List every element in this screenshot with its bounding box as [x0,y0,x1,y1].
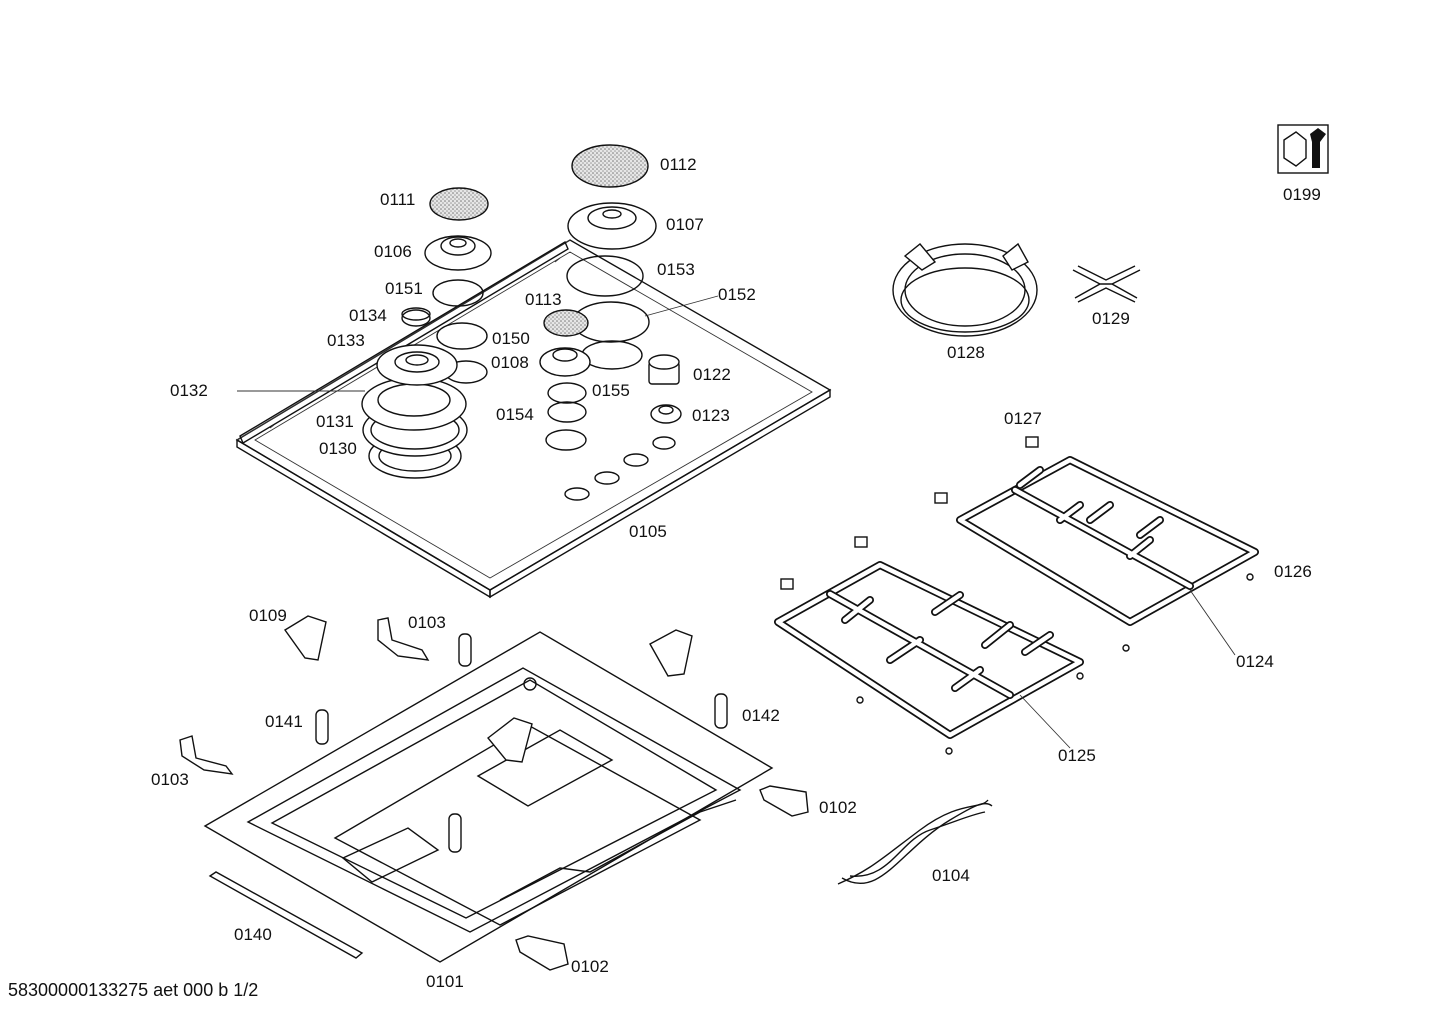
label-0142: 0142 [742,706,780,725]
label-0131: 0131 [316,412,354,431]
label-0134: 0134 [349,306,387,325]
label-0103-left: 0103 [151,770,189,789]
label-0127: 0127 [1004,409,1042,428]
label-0133: 0133 [327,331,365,350]
label-0102-right: 0102 [819,798,857,817]
pan-brackets [515,785,809,971]
large-burner-stack [237,344,468,479]
label-0112: 0112 [660,155,697,174]
pan-support-right [934,436,1259,652]
label-0125: 0125 [1058,746,1096,765]
label-0130: 0130 [319,439,357,458]
label-0152: 0152 [718,285,756,304]
part-labels: 0111 0112 0106 0107 0151 0153 0152 0113 … [151,155,1321,991]
label-0106: 0106 [374,242,412,261]
label-0150: 0150 [492,329,530,348]
seal-strip [208,871,364,959]
fixing-clips [179,615,693,775]
label-0141: 0141 [265,712,303,731]
base-tray [203,631,774,963]
label-0155: 0155 [592,381,630,400]
tool-wrench-icon [1277,124,1329,174]
label-0108: 0108 [491,353,529,372]
control-knobs [648,354,682,424]
label-0109: 0109 [249,606,287,625]
label-0140: 0140 [234,925,272,944]
label-0129: 0129 [1092,309,1130,328]
label-0123: 0123 [692,406,730,425]
label-0103-top: 0103 [408,613,446,632]
adjustable-feet [315,633,728,853]
simmer-plate [1072,265,1141,303]
label-0102-bottom: 0102 [571,957,609,976]
label-0101: 0101 [426,972,464,991]
label-0124: 0124 [1236,652,1274,671]
label-0113: 0113 [525,290,562,309]
label-0151: 0151 [385,279,423,298]
cable [837,799,993,885]
label-0153: 0153 [657,260,695,279]
label-0126: 0126 [1274,562,1312,581]
document-footer: 58300000133275 aet 000 b 1/2 [8,980,259,1000]
small-burner-left [401,187,492,350]
wok-ring [892,242,1038,337]
label-0122: 0122 [693,365,731,384]
label-0105: 0105 [629,522,667,541]
label-0107: 0107 [666,215,704,234]
label-0111: 0111 [380,190,415,209]
label-0104: 0104 [932,866,970,885]
pan-support-left [774,536,1084,755]
label-0128: 0128 [947,343,985,362]
label-0199: 0199 [1283,185,1321,204]
medium-burner-right [539,144,719,423]
label-0132: 0132 [170,381,208,400]
label-0154: 0154 [496,405,534,424]
